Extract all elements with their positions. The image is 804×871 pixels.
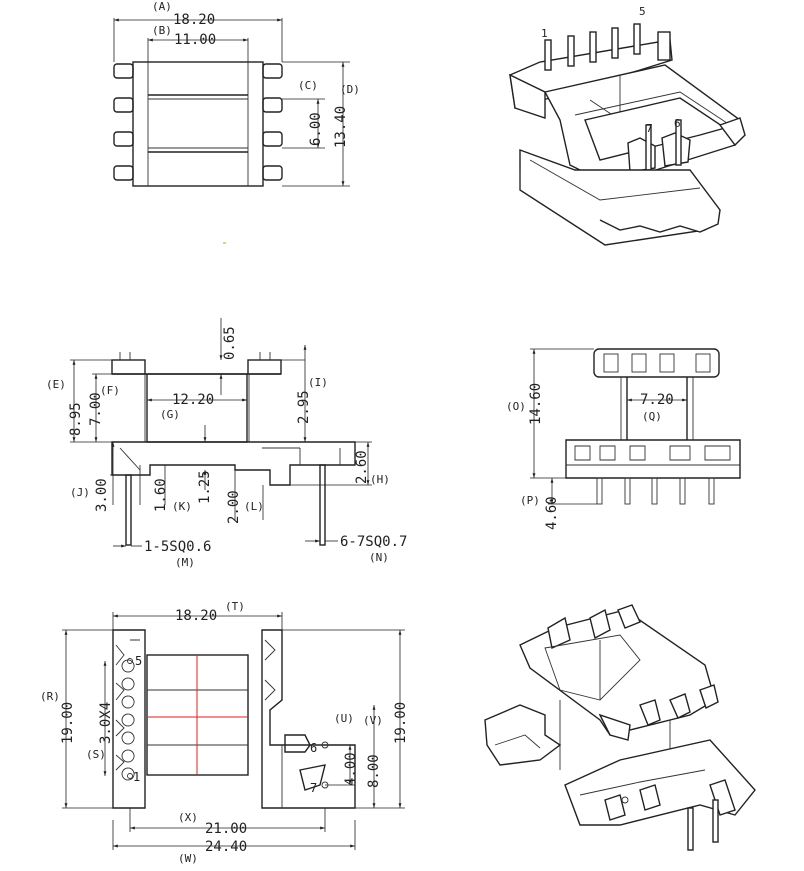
- callout-h: (H): [370, 473, 390, 486]
- top-view-left-pins: [113, 63, 134, 181]
- bottom-view: 18.20 (T) (R) 19.00 3.0X4 (S) 5 1 6 7 (U…: [40, 600, 409, 865]
- dim-7-00: 7.00: [88, 392, 104, 426]
- dim-4-60: 4.60: [544, 496, 560, 530]
- dim-1-25: 1.25: [197, 470, 213, 504]
- callout-c: (C): [298, 79, 318, 92]
- top-view: (A) (B) (C) (D) 18.20 11.00 6.00 13.40: [113, 0, 360, 187]
- callout-t: (T): [225, 600, 245, 613]
- dim-24-40: 24.40: [205, 839, 247, 855]
- callout-j: (J): [70, 486, 90, 499]
- iso-pin-label-5: 5: [639, 5, 646, 18]
- iso-pin-label-7: 7: [646, 122, 653, 135]
- iso-pin-label-1: 1: [541, 27, 548, 40]
- callout-u: (U): [334, 712, 354, 725]
- bottom-left-flange: [112, 629, 146, 809]
- dim-14-60: 14.60: [528, 383, 544, 425]
- end-top-flange: [593, 348, 720, 378]
- dim-2-95: 2.95: [296, 390, 312, 424]
- dim-3-00: 3.00: [94, 478, 110, 512]
- dim-8-95: 8.95: [68, 402, 84, 436]
- pin-note-1-5: 1-5SQ0.6: [144, 539, 211, 555]
- callout-f: (F): [100, 384, 120, 397]
- callout-x: (X): [178, 811, 198, 824]
- pin-label-7: 7: [310, 781, 317, 795]
- pin-label-1: 1: [133, 770, 140, 784]
- iso-view-top: 1 5 7 6: [509, 5, 746, 246]
- callout-r: (R): [40, 690, 60, 703]
- callout-v: (V): [363, 714, 383, 727]
- dim-0-65: 0.65: [222, 326, 238, 360]
- dim-11-00: 11.00: [174, 32, 216, 48]
- dim-19-00-left: 19.00: [60, 702, 76, 744]
- dim-2-00: 2.00: [226, 490, 242, 524]
- end-view: (O) 14.60 7.20 (Q) (P) 4.60: [506, 348, 741, 530]
- callout-k: (K): [172, 500, 192, 513]
- dim-6-00: 6.00: [308, 112, 324, 146]
- callout-m: (M): [175, 556, 195, 569]
- dim-8-00: 8.00: [366, 754, 382, 788]
- callout-q: (Q): [642, 410, 662, 423]
- side-bottom-flange: [111, 441, 356, 486]
- artifact-mark: [223, 242, 226, 244]
- side-left-post: [111, 359, 146, 375]
- callout-e: (E): [46, 378, 66, 391]
- dim-1-60: 1.60: [153, 478, 169, 512]
- pin-note-6-7: 6-7SQ0.7: [340, 534, 407, 550]
- callout-a: (A): [152, 0, 172, 13]
- iso-view-bottom: [484, 604, 756, 851]
- top-view-body: [132, 61, 264, 187]
- end-pins: [596, 477, 715, 505]
- callout-i: (I): [308, 376, 328, 389]
- dim-18-20-top: 18.20: [173, 12, 215, 28]
- pin-label-6: 6: [310, 741, 317, 755]
- dim-13-40: 13.40: [333, 106, 349, 148]
- bottom-right-flange: [261, 629, 356, 809]
- dim-12-20: 12.20: [172, 392, 214, 408]
- callout-n: (N): [369, 551, 389, 564]
- iso-pin-label-6: 6: [674, 117, 681, 130]
- dim-21-00: 21.00: [205, 821, 247, 837]
- dim-4-00: 4.00: [343, 752, 359, 786]
- callout-p: (P): [520, 494, 540, 507]
- dim-3-0x4: 3.0X4: [98, 702, 114, 744]
- callout-w: (W): [178, 852, 198, 865]
- side-right-post: [247, 359, 282, 375]
- side-pin-6-7: [319, 464, 326, 546]
- iso-top-pins: [544, 23, 671, 71]
- dim-2-60: 2.60: [354, 450, 370, 484]
- dim-7-20: 7.20: [640, 392, 674, 408]
- callout-g: (G): [160, 408, 180, 421]
- pin-label-5: 5: [135, 654, 142, 668]
- top-view-right-pins: [262, 63, 283, 181]
- side-pin-1-5: [125, 474, 132, 546]
- callout-d: (D): [340, 83, 360, 96]
- callout-o: (O): [506, 400, 526, 413]
- callout-s: (S): [86, 748, 106, 761]
- callout-b: (B): [152, 24, 172, 37]
- dim-19-00-right: 19.00: [393, 702, 409, 744]
- side-view: 0.65 (E) (F) 8.95 7.00 12.20 (G) 2.95 (I…: [46, 318, 407, 569]
- callout-l: (L): [244, 500, 264, 513]
- dim-18-20-bottom: 18.20: [175, 608, 217, 624]
